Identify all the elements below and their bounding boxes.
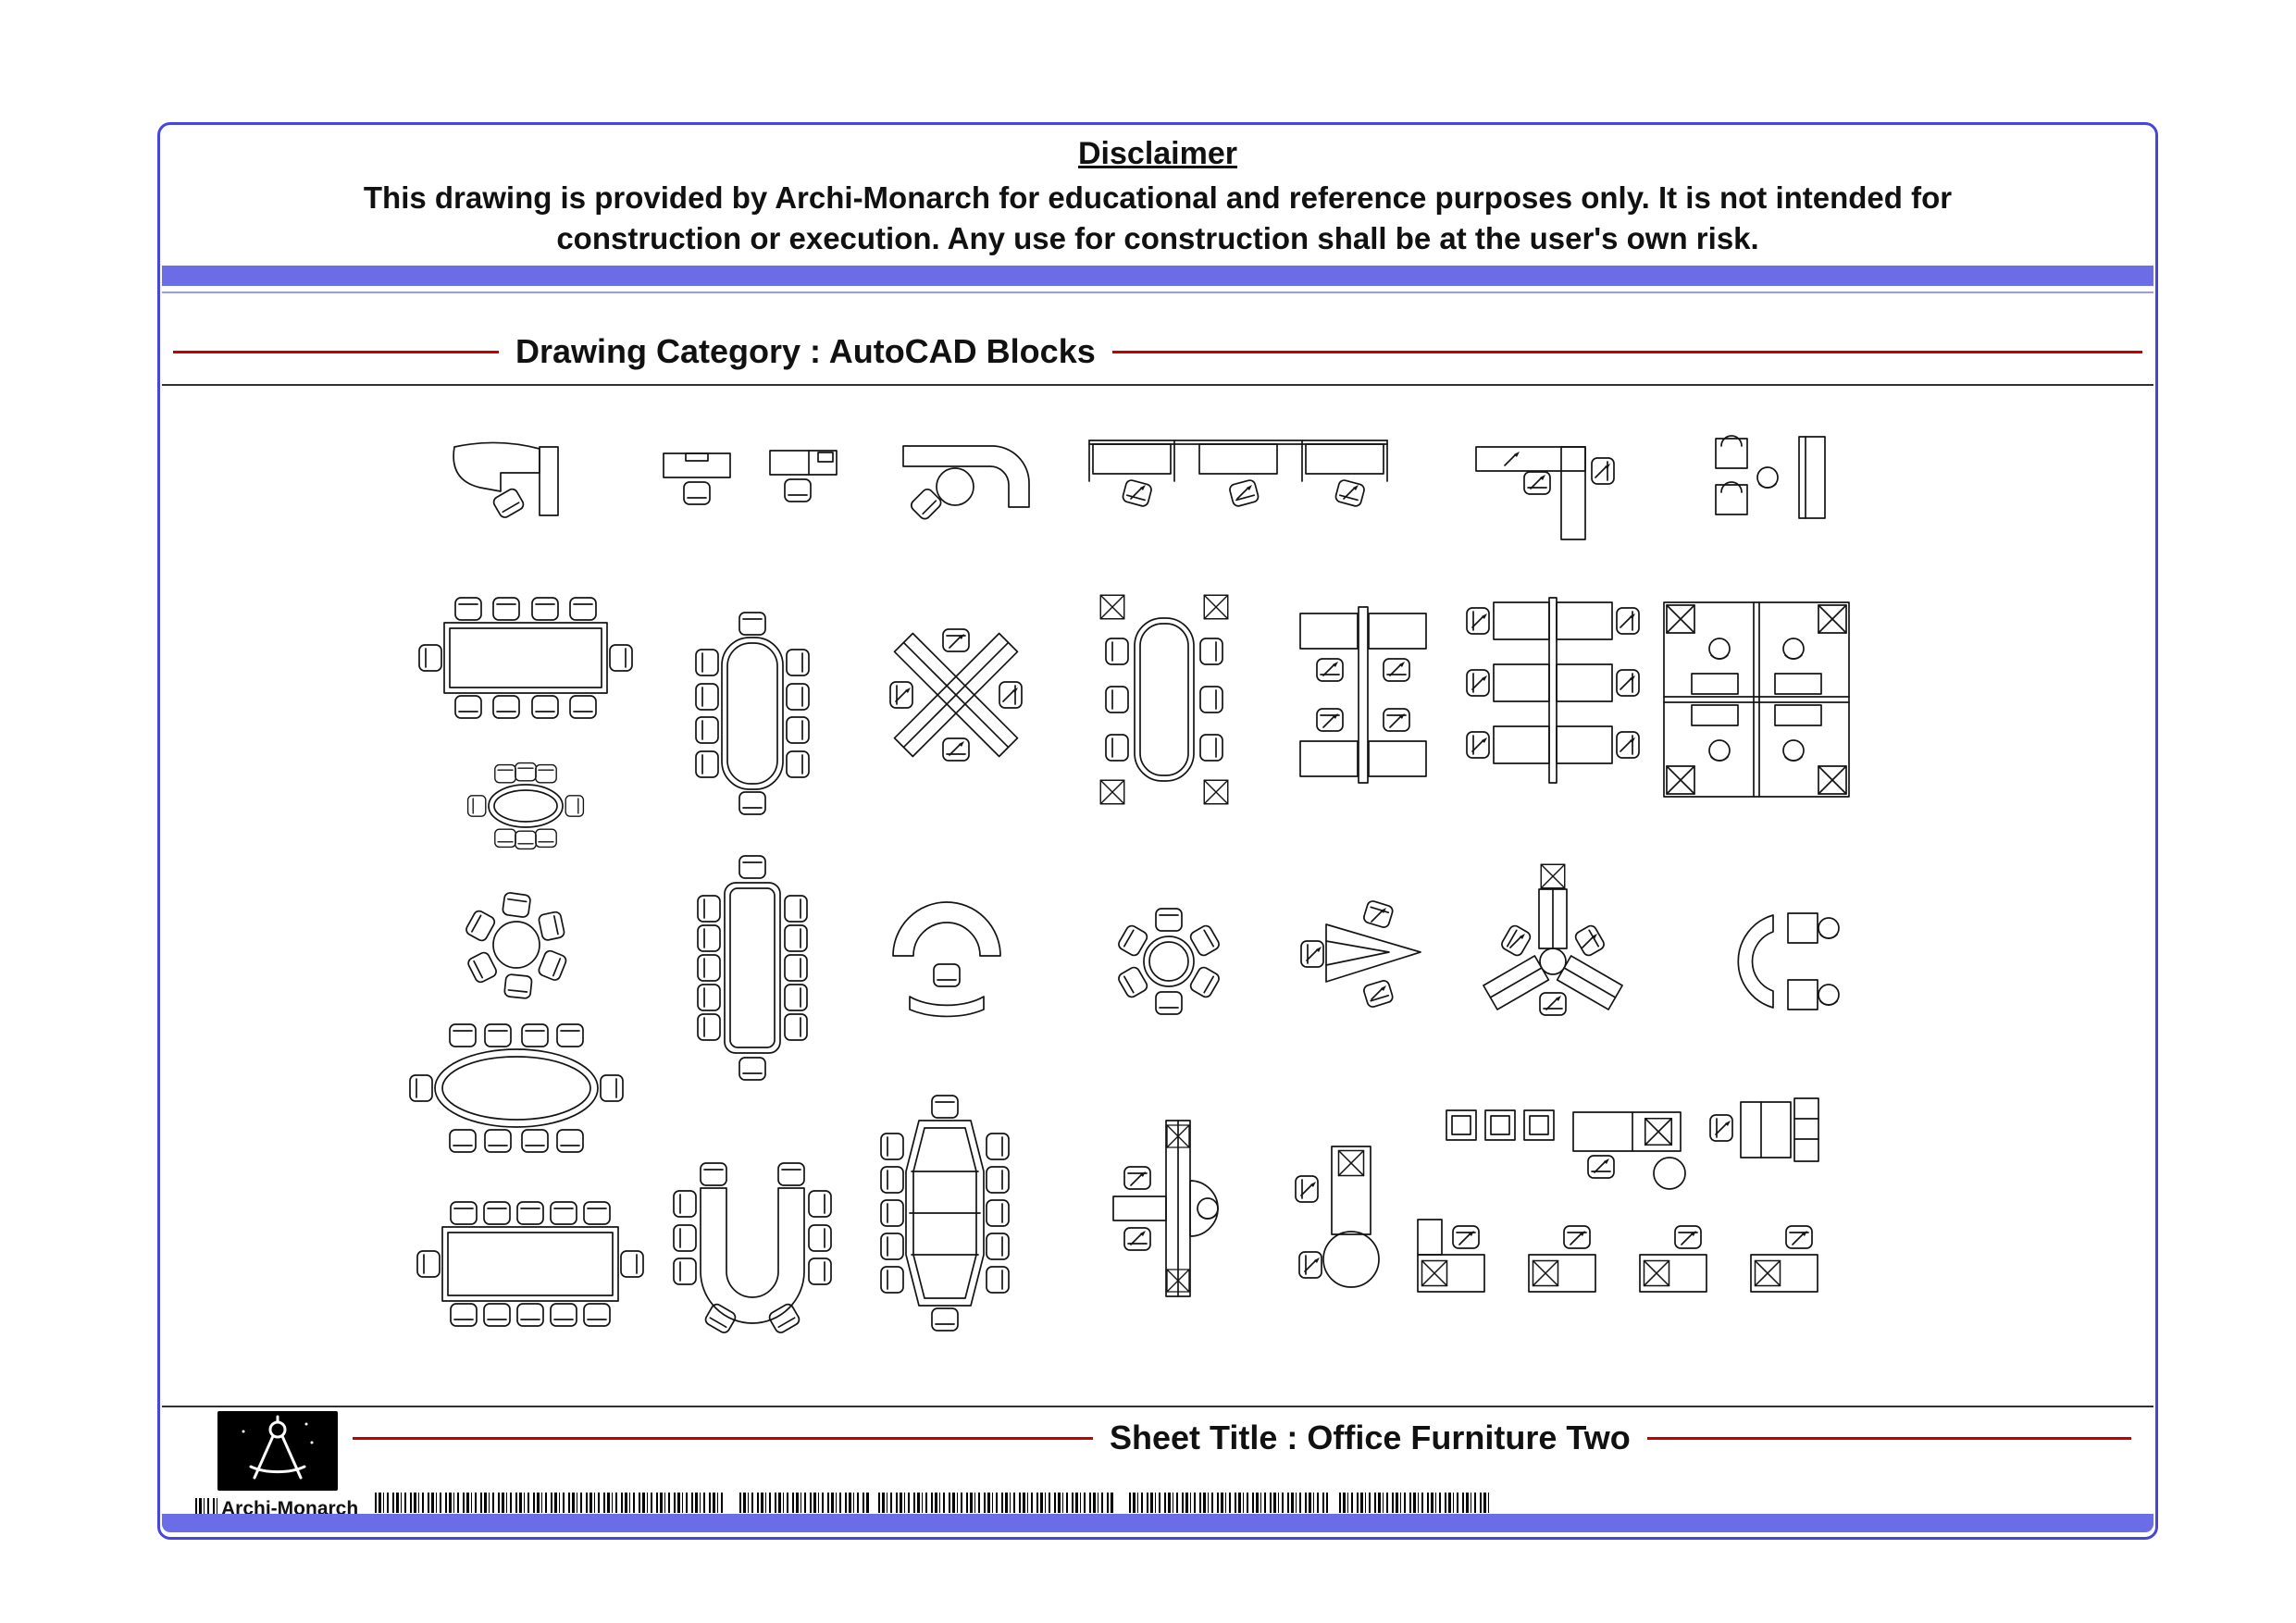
desk-with-chair-a-block xyxy=(663,452,731,505)
category-rule-left xyxy=(173,350,499,353)
round-table-6-casual-block xyxy=(463,891,569,1000)
desk-with-storage-and-round-table-block xyxy=(1572,1111,1686,1190)
curved-sofa-with-tables-block xyxy=(1737,912,1840,1010)
t-shaped-workstation-block xyxy=(1112,1120,1219,1297)
barcode-segment xyxy=(878,1493,1114,1513)
oval-conference-table-10-block xyxy=(409,1023,624,1153)
sheet-title: Sheet Title : Office Furniture Two xyxy=(1110,1419,1631,1456)
canvas-bottom-rule xyxy=(162,1406,2153,1407)
sheet-title-row: Sheet Title : Office Furniture Two xyxy=(353,1417,2131,1459)
boat-shaped-conference-table-block xyxy=(880,1095,1010,1332)
workstation-cluster-6-block xyxy=(1466,597,1640,784)
conference-table-long-12-block xyxy=(697,855,808,1081)
sheet-title-rule-left xyxy=(353,1436,1093,1440)
barcode-segment xyxy=(1129,1493,1328,1513)
desk-with-chair-b-block xyxy=(769,450,838,502)
barcode-segment xyxy=(739,1493,869,1513)
header-accent-bar xyxy=(162,266,2153,286)
disclaimer-title: Disclaimer xyxy=(1078,136,1237,171)
spine-workstation-4-block xyxy=(1299,606,1427,784)
desk-with-lounge-seating-block xyxy=(1715,435,1826,519)
triangular-workstation-3-block xyxy=(1300,898,1421,1010)
mini-barcode xyxy=(195,1498,217,1517)
l-shaped-curved-desk-block xyxy=(902,445,1030,522)
sheet-title-rule-right xyxy=(1646,1436,2131,1440)
footer-accent-bar xyxy=(162,1514,2153,1532)
header-accent-bar-shadow xyxy=(162,291,2153,293)
racetrack-conference-table-block xyxy=(1099,594,1229,805)
category-label: Drawing Category : AutoCAD Blocks xyxy=(515,332,1096,370)
reception-desk-block xyxy=(453,441,559,521)
canvas-top-rule xyxy=(162,384,2153,386)
benching-workstation-3-block xyxy=(1088,440,1388,509)
archi-monarch-logo xyxy=(217,1411,338,1491)
category-rule-right xyxy=(1111,350,2142,353)
disclaimer-line1: This drawing is provided by Archi-Monarc… xyxy=(363,180,1953,215)
barcode-segment xyxy=(1339,1493,1492,1513)
desk-with-round-meeting-table-block xyxy=(1295,1146,1380,1288)
executive-desk-with-credenza-block xyxy=(1709,1097,1819,1162)
desk-row-4-block xyxy=(1417,1219,1818,1293)
y-workstation-3-block xyxy=(1483,863,1623,1016)
x-workstation-4-block xyxy=(889,628,1023,762)
u-shaped-conference-table-block xyxy=(673,1162,832,1336)
conference-table-rect-10-block xyxy=(418,597,633,719)
furniture-canvas xyxy=(409,435,1850,1336)
drawing-sheet: Disclaimer This drawing is provided by A… xyxy=(157,122,2158,1540)
conference-table-oval-10-block xyxy=(695,612,810,815)
barcode-segment xyxy=(375,1493,726,1513)
disclaimer-line2: construction or execution. Any use for c… xyxy=(556,221,1759,255)
compass-logo-icon xyxy=(242,1415,314,1480)
rect-conference-table-12-block xyxy=(416,1201,644,1327)
semicircular-desk-block xyxy=(892,901,1001,1018)
guest-chairs-row-3-block xyxy=(1446,1109,1555,1141)
category-row: Drawing Category : AutoCAD Blocks xyxy=(173,330,2142,373)
l-shaped-executive-desk-block xyxy=(1475,446,1615,540)
quad-cubicle-4-block xyxy=(1663,601,1850,798)
barcode xyxy=(375,1493,1496,1513)
oval-table-8-block xyxy=(466,762,585,850)
round-table-6-block xyxy=(1115,908,1222,1015)
